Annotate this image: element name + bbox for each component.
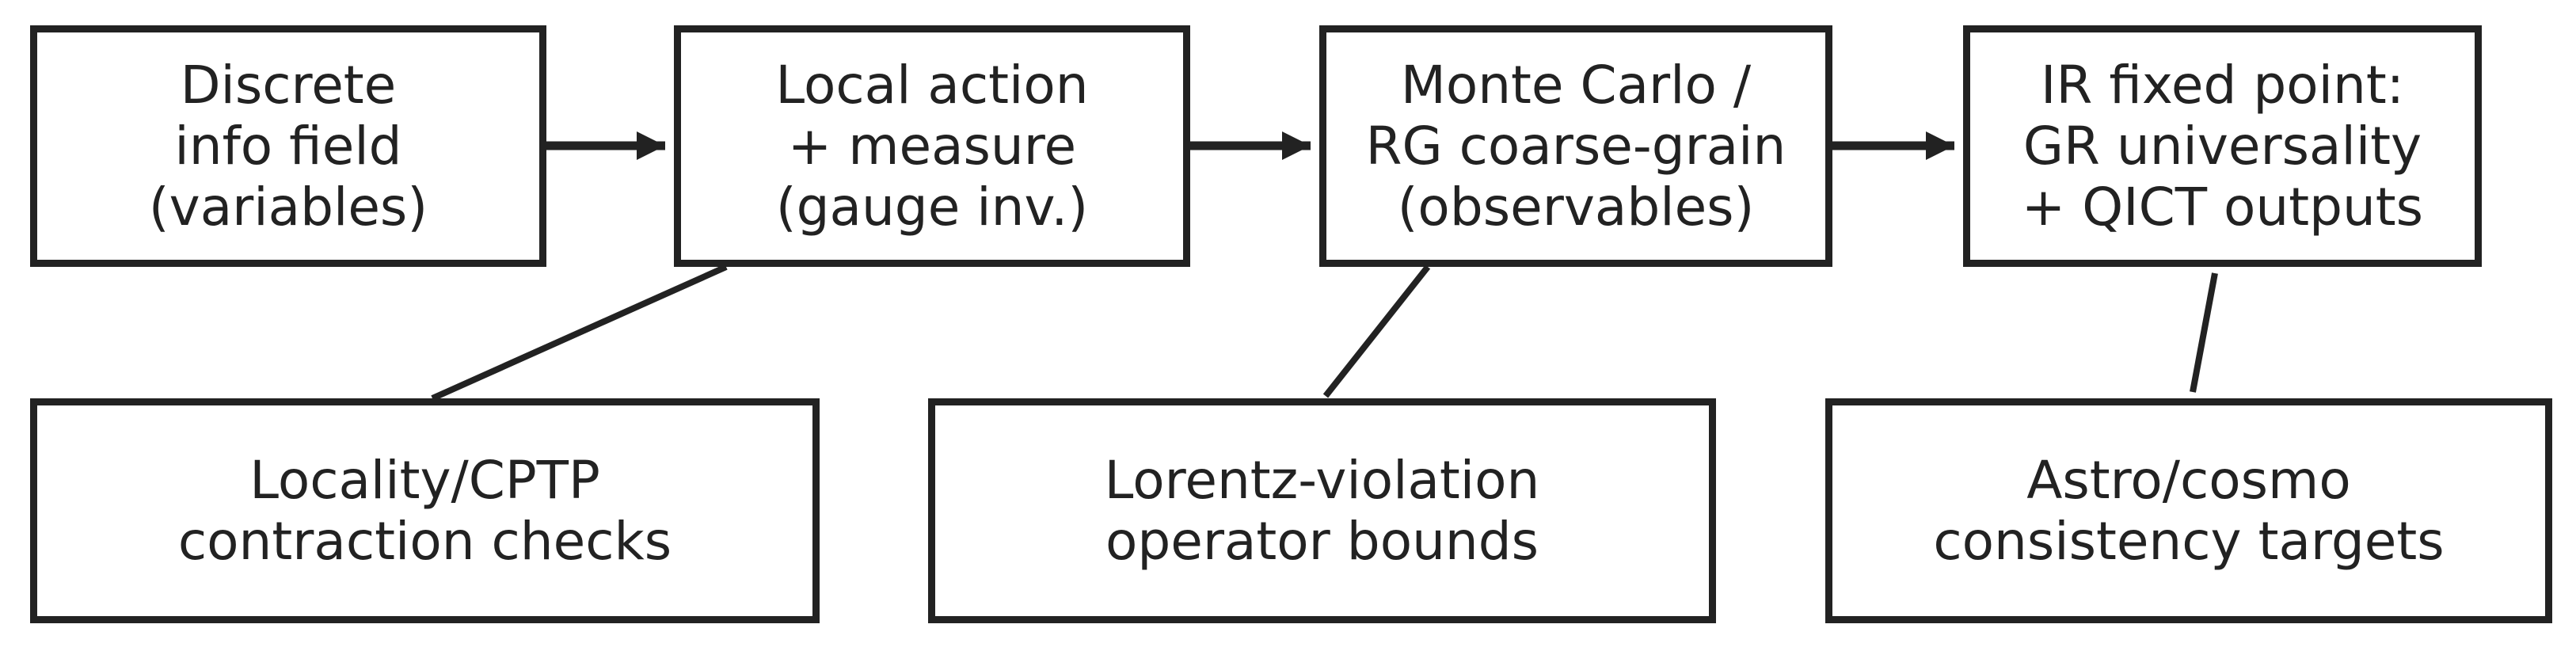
node-label-line: IR fixed point:	[2041, 55, 2404, 116]
node-label-line: Local action	[775, 55, 1089, 116]
node-ir-fixed-point: IR fixed point: GR universality + QICT o…	[1963, 25, 2482, 267]
node-label-line: Locality/CPTP	[249, 450, 600, 511]
node-monte-carlo: Monte Carlo / RG coarse-grain (observabl…	[1319, 25, 1832, 267]
link-irfixed-to-astro	[2190, 272, 2218, 393]
node-label-line: (gauge inv.)	[775, 177, 1089, 238]
link-montecarlo-to-lorentz	[1322, 265, 1431, 398]
node-label-line: consistency targets	[1933, 511, 2445, 572]
node-label-line: Lorentz-violation	[1104, 450, 1540, 511]
node-label-line: (observables)	[1397, 177, 1755, 238]
node-label-line: GR universality	[2022, 116, 2422, 177]
node-label-line: (variables)	[148, 177, 428, 238]
node-label-line: + measure	[787, 116, 1077, 177]
node-label-line: contraction checks	[177, 511, 672, 572]
node-local-action: Local action + measure (gauge inv.)	[674, 25, 1190, 267]
node-label-line: Astro/cosmo	[2026, 450, 2351, 511]
node-lorentz-violation: Lorentz-violation operator bounds	[928, 398, 1716, 623]
node-label-line: + QICT outputs	[2021, 177, 2424, 238]
node-label-line: info field	[174, 116, 402, 177]
node-label-line: Monte Carlo /	[1400, 55, 1752, 116]
node-label-line: RG coarse-grain	[1365, 116, 1786, 177]
node-label-line: operator bounds	[1105, 511, 1539, 572]
node-locality-cptp: Locality/CPTP contraction checks	[30, 398, 820, 623]
node-label-line: Discrete	[180, 55, 397, 116]
node-discrete-info-field: Discrete info field (variables)	[30, 25, 546, 267]
node-astro-cosmo: Astro/cosmo consistency targets	[1825, 398, 2552, 623]
link-action-to-locality	[431, 264, 728, 402]
